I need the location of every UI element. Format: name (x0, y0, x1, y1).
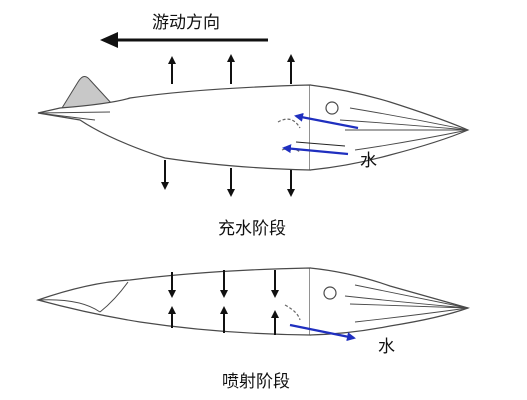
water-inflow-guide (295, 141, 346, 147)
water-outflow-arrow (289, 323, 356, 342)
top-squid-group: 游动方向 水 充水阶段 (37, 13, 470, 239)
water-inflow-arrow-2 (282, 144, 349, 156)
bottom-eye (323, 286, 337, 300)
bottom-squid-group: 水 喷射阶段 (35, 267, 470, 392)
swim-direction-label: 游动方向 (152, 13, 220, 33)
top-fin (61, 76, 114, 109)
bottom-fin-lines (37, 281, 129, 313)
bottom-mantle (35, 267, 311, 336)
bottom-arms (344, 284, 469, 323)
phase-fill-caption: 充水阶段 (218, 219, 286, 239)
water-label-top: 水 (360, 151, 377, 171)
bottom-head (309, 267, 470, 336)
water-label-bottom: 水 (378, 337, 395, 357)
swim-direction-arrow (100, 32, 268, 48)
bottom-siphon (284, 304, 301, 321)
top-arms (339, 107, 469, 151)
phase-jet-caption: 喷射阶段 (222, 372, 290, 392)
top-eye (325, 101, 339, 115)
water-inflow-arrow-1 (294, 112, 359, 130)
top-tail-lines (37, 111, 111, 121)
